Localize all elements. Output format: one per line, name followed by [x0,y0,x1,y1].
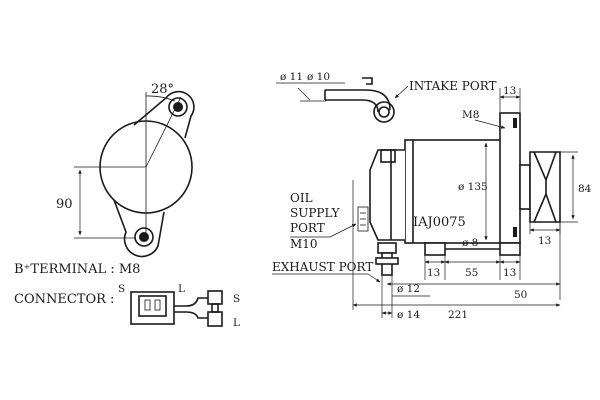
rear-cap-tab [380,149,396,163]
oil-label-line1: OIL [290,191,313,205]
oil-label-line3: PORT [290,221,325,235]
connector-wire-top [174,297,208,307]
intake-bracket [362,77,373,85]
plug-upper [207,290,223,305]
connector-pin-2 [154,299,161,311]
intake-banjo-hole [378,106,390,118]
bottom-ear-hole-fill [139,232,149,242]
plug-middle [211,303,219,313]
pulley-outer [529,151,561,223]
dia14-label: ø 14 [397,309,420,321]
pulley-groove-right-bottom [545,193,557,223]
exhaust-port-label: EXHAUST PORT [272,260,373,274]
dia10-leader [297,87,311,101]
flange-hole-bottom [513,227,517,237]
connector-label: CONNECTOR : [14,292,114,307]
dim221-label: 221 [448,309,468,321]
connector-drawing: S L S L [118,283,240,329]
foot-left [424,242,446,256]
plug-lower [207,311,223,327]
pulley-groove-left [533,151,547,223]
foot-right [499,242,521,256]
top-ear-outline [133,90,195,139]
dia8-label: ø 8 [462,237,478,249]
intake-port-label: INTAKE PORT [409,79,497,93]
connector-pin-s-label: S [118,283,125,295]
rear-cap [369,149,405,241]
model-code: IAJ0075 [413,215,466,230]
bottom-ear-hole [134,227,154,247]
bottom13b-label: 13 [503,267,516,279]
b-terminal-label: B⁺TERMINAL : M8 [14,262,140,277]
front-flange [499,112,521,244]
front-view: 28° 90 [56,82,195,258]
oil-label-line2: SUPPLY [290,206,341,220]
dia135-label: ø 135 [458,181,488,193]
top-ear-hole [168,97,188,117]
side-view: INTAKE PORT ø 11 ø 10 [272,71,592,321]
intake-pipe-bottom [325,99,379,113]
pulley-groove-right-top [545,151,557,181]
exhaust-leader [367,273,381,283]
m8-leader [474,119,506,129]
oil-leader [329,223,357,238]
intake-pipe-top [325,89,391,111]
top-ear-hole-fill [173,102,183,112]
connector-inner [138,295,167,317]
plug-pin-s-label: S [233,293,240,305]
connector-wire-bottom [174,311,208,319]
angle-arc [145,95,176,102]
height-label: 90 [56,197,73,212]
plug-pin-l-label: L [233,317,240,329]
shaft-hub [519,164,531,210]
exhaust-nut [375,257,399,265]
bottom55-label: 55 [465,267,478,279]
right84-label: 84 [578,183,592,195]
dim50-label: 50 [514,289,527,301]
bottom13a-label: 13 [427,267,440,279]
dia11-label: ø 11 [280,71,303,83]
m8-label: M8 [462,109,479,121]
angle-slanted-line [145,96,182,168]
oil-port-body [357,206,369,232]
exhaust-top [377,242,397,254]
flange-hole-top [513,118,517,128]
right13-label: 13 [538,235,551,247]
dia10-label: ø 10 [307,71,330,83]
connector-body [130,291,175,325]
bottom-ear-outline [113,199,165,258]
connector-pin-l-label: L [178,283,185,295]
dia12-label: ø 12 [397,283,420,295]
intake-banjo [373,101,395,123]
top13-label: 13 [503,85,516,97]
oil-label-line4: M10 [290,237,318,251]
main-body [404,139,513,244]
angle-label: 28° [151,82,174,97]
connector-pin-1 [144,299,151,311]
intake-leader [394,85,409,99]
